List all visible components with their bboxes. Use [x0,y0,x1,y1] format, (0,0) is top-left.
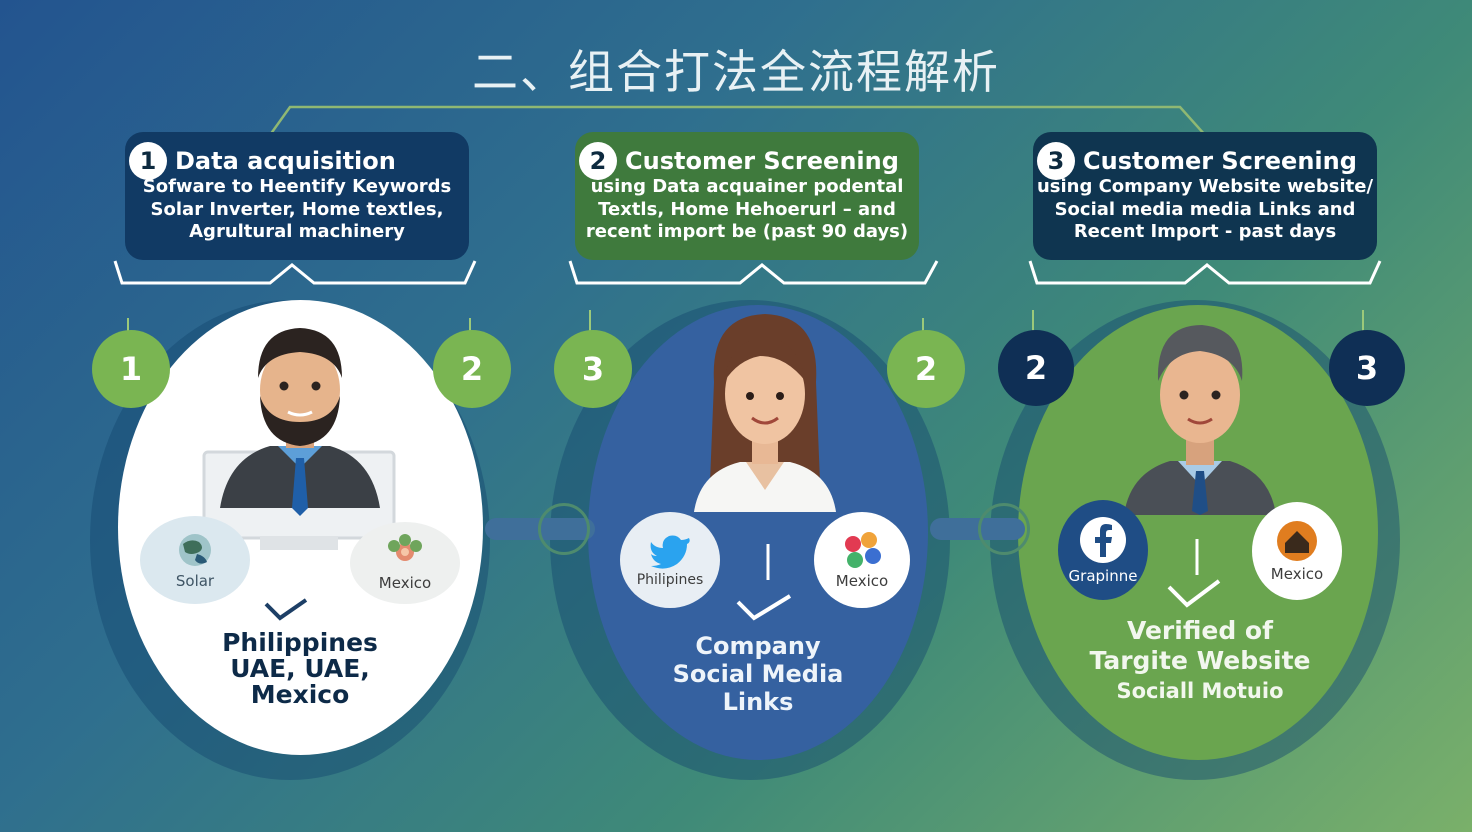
step-2-panel: 2 Customer Screening using Data acquaine… [575,132,919,260]
step-2-line: recent import be (past 90 days) [585,221,909,242]
step-3-result-line: Verified of [1127,616,1273,645]
step-1-result-line: UAE, UAE, [230,654,370,683]
step-3-result-line: Targite Website [1089,646,1311,675]
step-1-line: Solar Inverter, Home textles, [150,198,444,220]
step-2-title: Customer Screening [625,147,899,175]
step-2-line: Textls, Home Hehoerurl – and [598,198,896,220]
step-1-chip-right: Mexico [350,522,460,604]
step-1-title: Data acquisition [175,147,396,175]
step-3-line: Social media media Links and [1054,198,1356,220]
businessman-illustration [1124,325,1276,515]
step-3-result: Verified of Targite Website Sociall Motu… [1075,616,1325,706]
step-2-chip-right: Mexico [814,512,910,608]
step-1-result-line: Philippines [222,628,378,657]
flower-icon [388,534,422,561]
step-3-chip-right-label: Mexico [1270,565,1324,583]
step-2-check-arrow-icon [736,544,792,621]
step-1-result: Philippines UAE, UAE, Mexico [190,630,410,708]
step-2-chip-right-label: Mexico [835,572,889,590]
step-1-line: Sofware to Heentify Keywords [142,176,452,197]
step-3-line: Recent Import - past days [1073,221,1337,242]
step-1-panel: 1 Data acquisition Sofware to Heentify K… [125,132,469,260]
step-3-left-badge: 2 [998,330,1074,406]
step-2-chip-left: Philipines [620,512,720,608]
step-2-left-badge: 3 [554,330,632,408]
connector-2-3-ring [978,503,1030,555]
step-3-title: Customer Screening [1083,147,1357,175]
step-1-right-badge: 2 [433,330,511,408]
step-3-line: using Company Website website/ [1036,176,1374,197]
step-3-chip-left-label: Grapinne [1068,567,1138,585]
step-3-number-badge: 3 [1037,142,1075,180]
solar-globe-icon [179,534,211,566]
step-1-check-arrow-icon [264,598,308,621]
connector-1-2-ring [538,503,590,555]
step-2-number-badge: 2 [579,142,617,180]
step-1-chip-left-label: Solar [175,572,215,590]
step-3-right-badge: 3 [1329,330,1405,406]
analyst-with-monitor-illustration [202,328,396,550]
step-1-chip-right-label: Mexico [378,574,432,592]
step-3-chip-right: Mexico [1252,502,1342,600]
step-3-callout-bracket [1028,260,1382,285]
step-1-number-badge: 1 [129,142,167,180]
twitter-bird-icon [650,535,690,569]
step-3-check-arrow-icon [1167,539,1221,608]
step-2-chip-left-label: Philipines [636,572,704,588]
step-2-callout-bracket [568,260,939,285]
dots-logo-icon [845,532,881,568]
step-2-result-line: Social Media [672,660,844,688]
step-2-result: Company Social Media Links [648,632,868,716]
house-logo-icon [1277,521,1317,561]
step-3-panel: 3 Customer Screening using Company Websi… [1033,132,1377,260]
step-1-left-badge: 1 [92,330,170,408]
step-1-callout-bracket [113,260,477,285]
step-2-right-badge: 2 [887,330,965,408]
step-3-chip-left: Grapinne [1058,500,1148,600]
step-1-result-line: Mexico [250,680,350,709]
step-2-line: using Data acquainer podental [590,176,904,197]
page-title: 二、组合打法全流程解析 [472,45,1000,99]
step-1-chip-left: Solar [140,516,250,604]
step-3-result-line: Sociall Motuio [1116,679,1284,703]
step-1-line: Agrultural machinery [189,221,405,242]
facebook-icon [1080,517,1126,563]
step-2-result-line: Company [695,632,821,660]
step-2-result-line: Links [722,688,794,716]
woman-illustration [694,314,836,512]
top-connector-line [268,105,1206,136]
